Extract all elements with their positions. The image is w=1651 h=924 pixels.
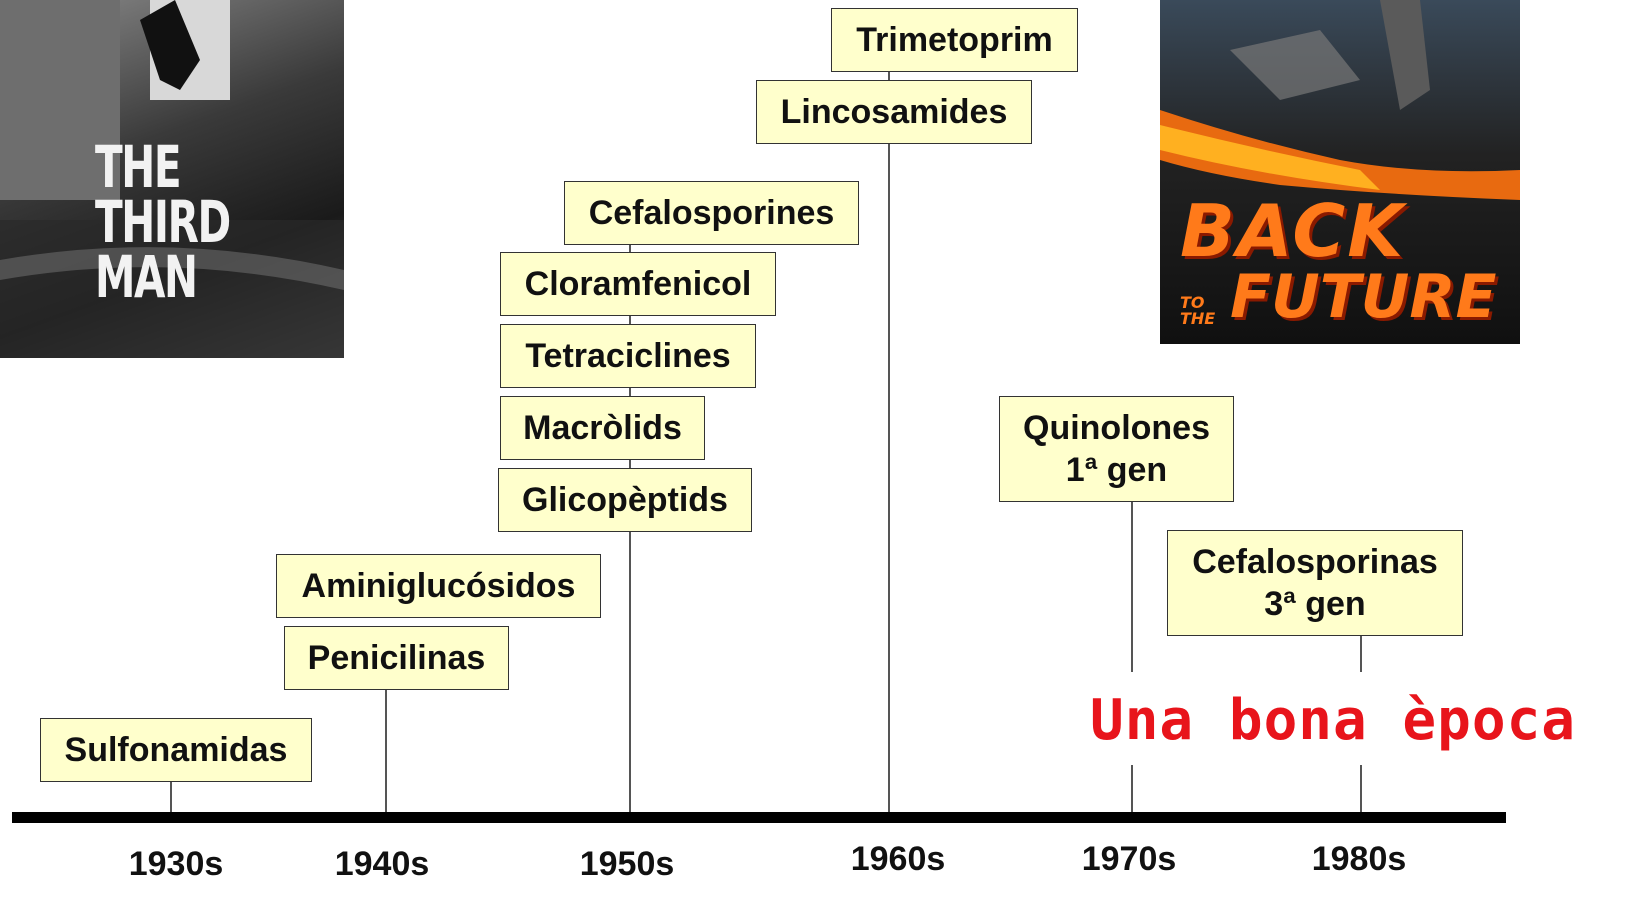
decade-label-1930s: 1930s [128,845,224,883]
connector-1970s-top [1131,500,1133,672]
third-man-title: THE THIRD MAN [95,133,231,312]
connector-1940s [385,688,387,814]
decade-label-1970s: 1970s [1081,840,1177,878]
back-to-the-future-poster: BACK TO THE FUTURE [1160,0,1520,344]
connector-1980s-bottom [1360,765,1362,814]
box-aminiglucosidos: Aminiglucósidos [276,554,601,618]
third-man-poster: THE THIRD MAN [0,0,344,358]
box-tetraciclines: Tetraciclines [500,324,756,388]
box-cefalosporines: Cefalosporines [564,181,859,245]
box-trimetoprim: Trimetoprim [831,8,1078,72]
timeline-axis [12,812,1506,823]
box-glicopeptids: Glicopèptids [498,468,752,532]
connector-1930s [170,780,172,814]
box-quinolones: Quinolones 1ª gen [999,396,1234,502]
box-sulfonamidas: Sulfonamidas [40,718,312,782]
back-to-the-future-poster-art [1160,0,1520,200]
decade-label-1940s: 1940s [334,845,430,883]
connector-1960s [888,70,890,814]
back-to-the-future-title: BACK TO THE FUTURE [1180,189,1497,332]
box-macrolids: Macròlids [500,396,705,460]
decade-label-1950s: 1950s [579,845,675,883]
third-man-poster-art [0,0,344,358]
decade-label-1960s: 1960s [850,840,946,878]
box-cefalosporinas-3gen: Cefalosporinas 3ª gen [1167,530,1463,636]
decade-label-1980s: 1980s [1311,840,1407,878]
caption-una-bona-epoca: Una bona època [1090,688,1577,753]
box-lincosamides: Lincosamides [756,80,1032,144]
connector-1980s-top [1360,634,1362,672]
box-cloramfenicol: Cloramfenicol [500,252,776,316]
connector-1970s-bottom [1131,765,1133,814]
box-penicilinas: Penicilinas [284,626,509,690]
